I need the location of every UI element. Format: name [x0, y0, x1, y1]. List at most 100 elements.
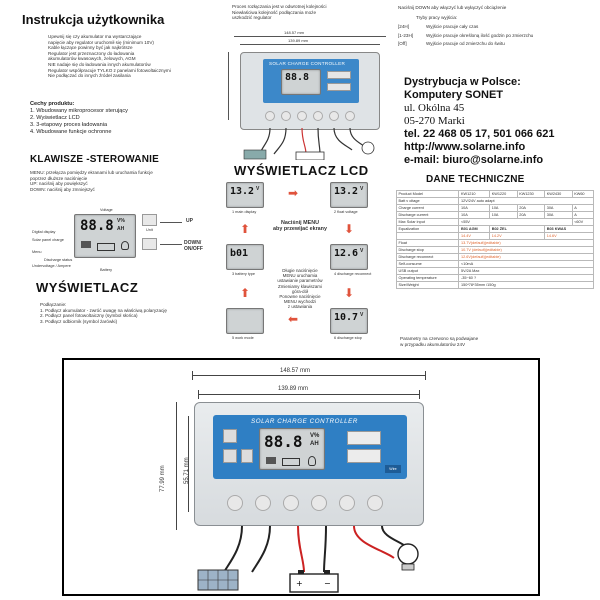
dim-line: [192, 375, 426, 376]
features-heading: Cechy produktu:: [30, 101, 75, 107]
lcd-value: 13.2: [230, 186, 255, 197]
big-dim-height: 77.99 mm: [160, 465, 166, 492]
tech-table: Product Model KW1210 KW1220 KW1230 KW243…: [395, 190, 595, 289]
lcd-caption: 6 discharge stop: [334, 336, 362, 340]
terminal: [265, 111, 275, 121]
battery-icon: [282, 458, 300, 466]
keys-line: DOWN: naciśnij aby zmniejszyć: [30, 186, 95, 192]
arrow-down-icon: ⬇: [344, 286, 355, 300]
table-cell: -35~60 ?: [458, 274, 594, 282]
table-cell: 10A: [489, 211, 518, 219]
table-cell: Size/Weight: [395, 281, 460, 289]
label-menu: Menu: [32, 250, 42, 254]
table-cell: <60V: [571, 218, 595, 226]
mode-code: [Off]: [398, 41, 407, 47]
label-undervoltage: Undervoltage / Ampere: [32, 264, 71, 268]
center-text-line: aby przewijać ekrany: [273, 226, 327, 233]
center-text2-line: Ponowne naciśnięcie: [279, 294, 321, 300]
table-cell: 14.4V: [458, 232, 491, 240]
table-cell: 20A: [516, 211, 546, 219]
down-button[interactable]: [347, 449, 381, 463]
connect-line: 3. Podłącz odbiornik (symbol żarówki): [40, 318, 118, 324]
terminal-screw: [311, 495, 327, 511]
table-cell: <10mA: [458, 260, 594, 268]
label-unit: Unit: [146, 228, 153, 232]
connect-section: Podłączanie: 1. Podłącz akumulator - zwr…: [40, 302, 220, 324]
terminal-screw: [367, 495, 383, 511]
table-cell: USB output: [395, 267, 460, 275]
table-cell: Max Solar input: [395, 218, 460, 226]
keys-diagram: Voltage Digital display Solar panel char…: [30, 204, 210, 274]
lcd-unit: V: [360, 186, 364, 192]
intro-text: Upewnij się czy akumulator ma wystarczaj…: [48, 34, 218, 79]
terminal-screw: [339, 495, 355, 511]
distributor-line: 05-270 Marki: [404, 115, 465, 127]
table-cell: A: [571, 204, 595, 212]
large-lcd: 88.8 V% AH: [259, 428, 325, 470]
big-dim-inner: 139.89 mm: [278, 386, 309, 392]
table-cell: 10A: [458, 204, 491, 212]
distributor-line: Dystrybucja w Polsce:: [404, 76, 521, 88]
lcd-center-text2: Długie naciśnięcie MENU uruchamia ustawi…: [270, 268, 330, 310]
keys-lcd: 88.8 V% AH: [74, 214, 136, 258]
distributor-email: e-mail: biuro@solarne.info: [404, 154, 544, 166]
intro-line: NIE nadaje się do ładowania innych akumu…: [48, 61, 151, 67]
large-terminals: [215, 491, 405, 513]
table-cell: B02 ŻEL: [489, 225, 546, 233]
table-cell: 12V/24V auto adapt: [458, 197, 594, 205]
dim-vertical: [228, 52, 234, 120]
sun-icon: [81, 241, 91, 248]
terminal: [297, 111, 307, 121]
light-bulb-icon: [397, 543, 419, 571]
intro-line: akumulatorów kwasowych, żelowych, AGM: [48, 56, 136, 62]
lcd-unit: V: [256, 186, 260, 192]
small-up-btn: [327, 71, 351, 79]
small-controller-diagram: 148.57 mm 139.89 mm SOLAR CHARGE CONTROL…: [226, 30, 396, 160]
large-panel: SOLAR CHARGE CONTROLLER 88.8 V% AH Wire: [213, 415, 407, 479]
table-cell: B01 AGM: [458, 225, 491, 233]
wiring-note: Proces rozłączania jest w odwrotnej kole…: [232, 4, 382, 21]
lcd-caption: 4 discharge reconnect: [334, 272, 372, 276]
lcd-unit-top: V%: [117, 218, 125, 224]
label-voltage: Voltage: [100, 208, 113, 212]
table-cell: 14.6V: [544, 232, 594, 240]
lcd-caption: 2 float voltage: [334, 210, 358, 214]
lcd-unit-bottom: AH: [117, 226, 125, 232]
lcd-screen-work-mode: [226, 308, 264, 334]
table-cell: 30A: [544, 204, 573, 212]
big-dim-height-inner: 55.71 mm: [184, 457, 190, 484]
connect-line: 1. Podłącz akumulator - zwróć uwagę na w…: [40, 307, 167, 313]
table-cell: Discharge stop: [395, 246, 460, 254]
table-row: Float 13.7V(default)(editable): [395, 239, 594, 247]
table-cell: KW60: [571, 190, 595, 198]
terminal: [329, 111, 339, 121]
terminal-screw: [227, 495, 243, 511]
lcd-center-text: Naciśnij MENU aby przewijać ekrany: [270, 220, 330, 233]
usb-badge: Wire: [385, 465, 401, 473]
center-text2-line: ustawianie parametrów: [277, 278, 323, 284]
mode-code: [1-23H]: [398, 32, 414, 38]
label-up: UP: [186, 218, 193, 224]
arrow-up-icon: ⬆: [240, 286, 251, 300]
label-down: DOWN/ ON/OFF: [184, 240, 203, 252]
distributor-phone: tel. 22 468 05 17, 501 066 621: [404, 128, 555, 140]
mode-text: Wyjście pracuje cały czas: [426, 24, 479, 30]
table-cell: 20A: [516, 204, 546, 212]
lcd-value: 10.7: [334, 312, 359, 323]
connect-line: 2. Podłącz panel fotowoltaiczny (symbol …: [40, 313, 138, 319]
table-row: Operating temperature -35~60 ?: [395, 274, 594, 282]
connect-heading: Podłączanie:: [40, 302, 67, 307]
table-cell: 13.7V(default)(editable): [458, 239, 594, 247]
table-row: Charge current 10A 10A 20A 30A A: [395, 204, 595, 212]
table-row: 14.4V 14.2V 14.6V: [395, 232, 594, 240]
up-button[interactable]: [347, 431, 381, 445]
table-cell: Self-consume: [395, 260, 460, 268]
table-cell: 10.7V (default)(editable): [458, 246, 594, 254]
table-cell: 14.2V: [489, 232, 546, 240]
small-down-btn: [327, 83, 351, 91]
down-line: [160, 244, 182, 245]
small-wires: [243, 128, 375, 160]
small-panel: SOLAR CHARGE CONTROLLER 88.8: [263, 59, 359, 103]
lcd-unit: V: [360, 248, 364, 254]
intro-line: Upewnij się czy akumulator ma wystarczaj…: [48, 34, 142, 39]
